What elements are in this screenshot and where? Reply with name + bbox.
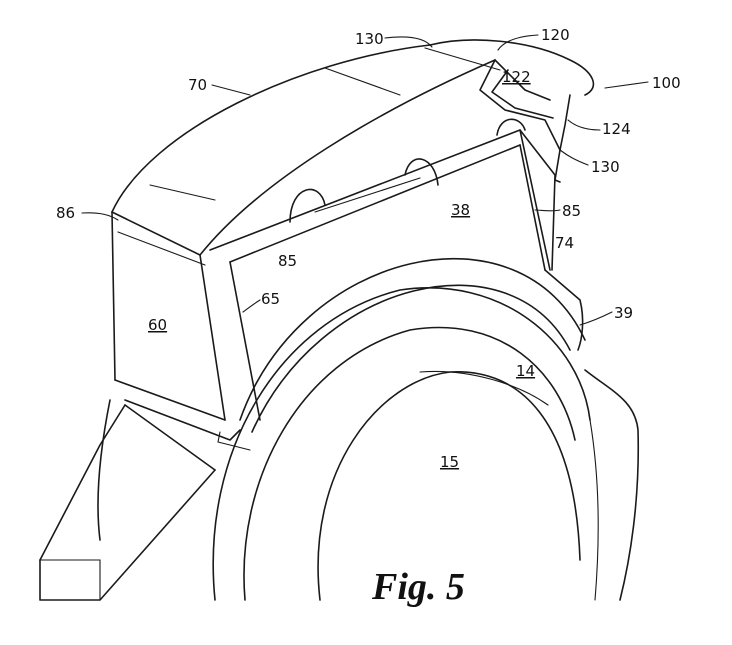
arm-end-face bbox=[39, 559, 101, 601]
shoe-front-edge bbox=[199, 254, 226, 421]
lining-39-tip bbox=[544, 269, 584, 351]
label-38: 38 bbox=[451, 201, 470, 219]
lining-right-flange-74 bbox=[519, 129, 556, 271]
clip-rear-leg bbox=[559, 94, 571, 151]
shoe-bottom-edge bbox=[114, 379, 226, 421]
label-85b: 85 bbox=[562, 202, 581, 220]
clip-foot bbox=[554, 179, 561, 183]
shoe-foot-ledge bbox=[124, 399, 241, 441]
ring-housing bbox=[39, 258, 640, 601]
ring-front-middle bbox=[243, 326, 576, 601]
retaining-clip bbox=[429, 39, 595, 183]
shoe-crown-inner bbox=[199, 59, 496, 256]
leader-lines bbox=[81, 34, 649, 326]
label-86: 86 bbox=[56, 204, 75, 222]
lining-pad bbox=[209, 118, 584, 421]
label-39: 39 bbox=[614, 304, 633, 322]
ring-bore-lip bbox=[419, 370, 549, 406]
arm-lower-edge bbox=[39, 469, 216, 601]
shoe-band-86 bbox=[117, 231, 206, 266]
shoe-body bbox=[111, 44, 501, 451]
label-130b: 130 bbox=[591, 158, 620, 176]
leader-86 bbox=[81, 212, 119, 221]
clip-cap-outer bbox=[429, 39, 595, 96]
rivet-boss-middle bbox=[404, 158, 439, 186]
ring-front-outer bbox=[212, 287, 591, 601]
shoe-foot-tab bbox=[217, 431, 251, 451]
label-70: 70 bbox=[188, 76, 207, 94]
ring-outer-arc bbox=[239, 258, 586, 421]
reference-numerals: 130 120 70 122 100 124 130 86 38 85 85 7… bbox=[56, 26, 681, 471]
shoe-segment-line-a bbox=[149, 184, 216, 201]
clip-cap-underside bbox=[494, 59, 551, 101]
housing-right-inner bbox=[589, 419, 599, 601]
shoe-left-edge bbox=[111, 211, 116, 381]
lining-rail-85 bbox=[229, 144, 521, 263]
arm-joint bbox=[124, 404, 216, 471]
label-65: 65 bbox=[261, 290, 280, 308]
label-120: 120 bbox=[541, 26, 570, 44]
lining-left-edge-65 bbox=[229, 261, 261, 421]
housing-left-edge bbox=[97, 399, 111, 541]
leader-130a bbox=[384, 36, 433, 48]
figure-caption: Fig. 5 bbox=[372, 566, 465, 608]
shoe-segment-line-b bbox=[324, 67, 401, 96]
leader-39 bbox=[579, 311, 613, 326]
label-100: 100 bbox=[652, 74, 681, 92]
leader-70 bbox=[211, 84, 251, 96]
clip-bent-tongue bbox=[479, 59, 561, 181]
label-130a: 130 bbox=[355, 30, 384, 48]
label-60: 60 bbox=[148, 316, 167, 334]
label-85a: 85 bbox=[278, 252, 297, 270]
label-122: 122 bbox=[502, 68, 531, 86]
leader-124 bbox=[567, 119, 601, 131]
housing-right-edge bbox=[584, 369, 640, 601]
ring-inner-arc bbox=[251, 284, 571, 433]
shoe-crown-outer bbox=[111, 44, 431, 213]
leader-85b bbox=[534, 209, 561, 212]
shoe-top-corner bbox=[111, 211, 201, 256]
label-14: 14 bbox=[516, 362, 535, 380]
leader-120 bbox=[497, 34, 539, 51]
arm-upper-edge bbox=[39, 404, 126, 561]
rivet-boss-left bbox=[289, 188, 326, 223]
clip-inner-step bbox=[491, 69, 554, 119]
rivet-boss-right bbox=[496, 118, 526, 136]
leader-130b bbox=[559, 149, 589, 166]
label-15: 15 bbox=[440, 453, 459, 471]
shoe-segment-line-c bbox=[424, 47, 501, 71]
lining-right-edge-85 bbox=[519, 144, 546, 271]
label-124: 124 bbox=[602, 120, 631, 138]
leader-65 bbox=[242, 299, 261, 313]
label-74: 74 bbox=[555, 234, 574, 252]
lining-groove bbox=[314, 177, 421, 213]
leader-100 bbox=[604, 81, 649, 89]
